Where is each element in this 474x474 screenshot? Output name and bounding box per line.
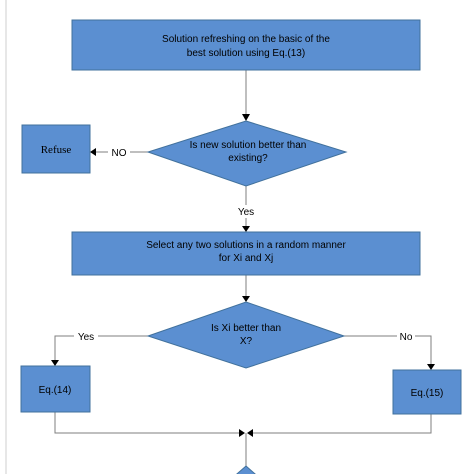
edge-xi-to-eq14 (54, 335, 148, 360)
next-decision-partial (236, 465, 256, 474)
arrow-into-xi-decision (242, 296, 250, 302)
xi-decision-line2: X? (240, 336, 253, 347)
better-decision-line2: existing? (228, 153, 268, 164)
eq14-box-label: Eq.(14) (39, 385, 72, 396)
refuse-box-label: Refuse (41, 144, 72, 156)
eq15-box-label: Eq.(15) (411, 388, 444, 399)
xi-decision-line1: Is Xi better than (211, 323, 281, 334)
arrow-into-select (242, 226, 250, 232)
refresh-solution-box (71, 19, 421, 71)
select-solutions-box (71, 231, 421, 276)
xi-better-decision (146, 301, 346, 369)
refresh-box-line1: Solution refreshing on the basic of the (162, 34, 330, 45)
refuse-box (21, 124, 91, 174)
arrow-merge-left (239, 429, 245, 437)
no-right-label-bg (397, 330, 415, 342)
better-solution-decision (146, 120, 348, 187)
no-label-bg (108, 146, 130, 158)
better-decision-line1: Is new solution better than (190, 140, 307, 151)
yes-upper-label-bg (235, 205, 257, 218)
select-box-line2: for Xi and Xj (219, 253, 273, 264)
edge-xi-to-eq15 (344, 335, 432, 364)
yes-left-label-bg (74, 330, 98, 342)
arrow-into-eq15 (427, 364, 435, 370)
edge-label-no-upper: NO (112, 148, 127, 159)
edge-label-no-right: No (400, 332, 413, 343)
edge-eq14-to-merge (54, 412, 239, 434)
arrow-into-decision (242, 114, 250, 121)
eq15-box (392, 369, 462, 415)
edge-eq15-to-merge (253, 414, 432, 434)
eq14-box (20, 365, 91, 413)
edge-label-yes-upper: Yes (238, 207, 254, 218)
arrow-into-eq14 (51, 360, 59, 366)
refresh-box-line2: best solution using Eq.(13) (187, 48, 305, 59)
arrow-merge-right (247, 429, 253, 437)
edge-label-yes-left: Yes (78, 332, 94, 343)
select-box-line1: Select any two solutions in a random man… (146, 240, 346, 251)
arrow-into-refuse (90, 148, 96, 156)
